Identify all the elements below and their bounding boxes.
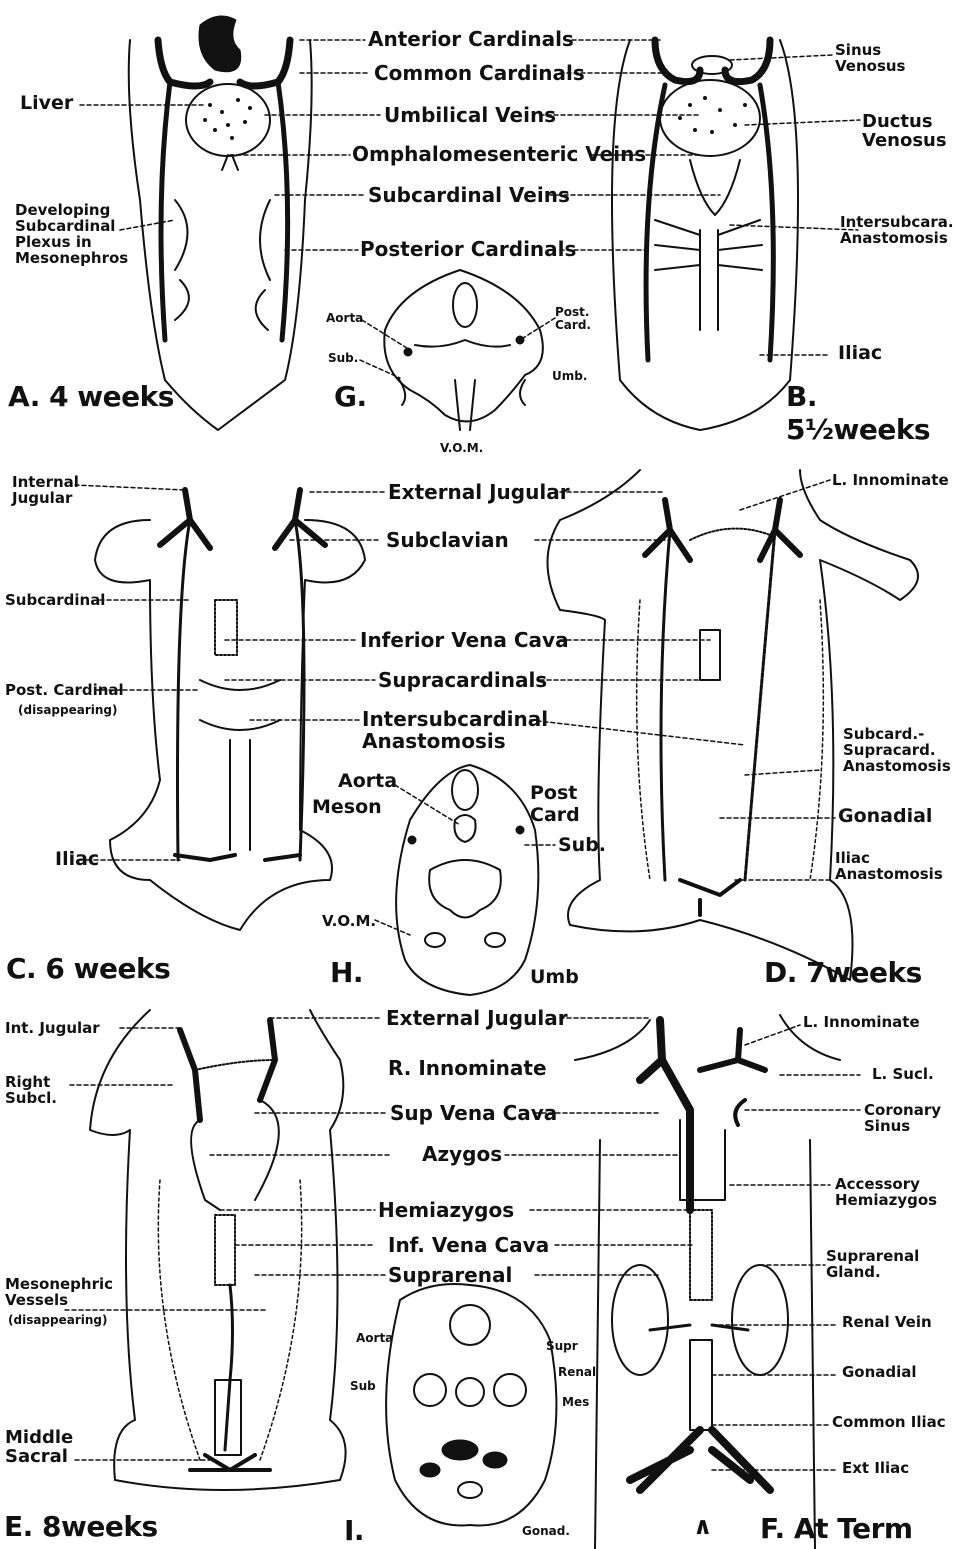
section-i-drawing [386,1284,556,1525]
label-intersubcardinal-anastomosis-b: Intersubcara. Anastomosis [840,214,954,246]
label-h-meson: Meson [312,798,382,817]
panel-title-e: E. 8weeks [4,1510,158,1543]
label-external-jugular-upper: External Jugular [388,481,570,503]
label-g-post-card: Post. Card. [555,306,591,332]
label-inferior-vena-cava: Inferior Vena Cava [360,629,569,651]
label-suprarenal: Suprarenal [388,1264,512,1286]
panel-title-c: C. 6 weeks [6,952,170,985]
panel-title-f: F. At Term [760,1512,913,1545]
label-g-umb: Umb. [552,370,587,383]
label-h-aorta: Aorta [338,772,397,791]
label-subcardinal: Subcardinal [5,592,105,608]
label-external-jugular-lower: External Jugular [386,1007,568,1029]
label-i-mes: Mes [562,1396,589,1409]
label-post-cardinal: Post. Cardinal [5,682,124,698]
panel-f-drawing [575,1015,840,1549]
label-iliac-c: Iliac [55,850,99,869]
label-iliac-anastomosis: Iliac Anastomosis [835,850,943,882]
label-gonadial-f: Gonadial [842,1364,917,1380]
label-umbilical-veins: Umbilical Veins [384,104,556,126]
label-h-post-card: Post Card [530,782,580,826]
label-i-renal: Renal [558,1366,596,1379]
label-r-innominate: R. Innominate [388,1057,547,1079]
label-h-umb: Umb [530,968,579,987]
label-posterior-cardinals: Posterior Cardinals [360,238,576,260]
label-suprarenal-gland: Suprarenal Gland. [826,1248,919,1280]
panel-c-drawing [95,490,365,930]
label-sup-vena-cava: Sup Vena Cava [390,1102,557,1124]
label-common-iliac: Common Iliac [832,1414,946,1430]
label-hemiazygos: Hemiazygos [378,1199,514,1221]
label-anterior-cardinals: Anterior Cardinals [368,28,574,50]
label-h-sub: Sub. [558,836,606,855]
label-i-supr: Supr [546,1340,578,1353]
panel-title-b: B. 5½weeks [786,380,962,446]
label-intersubcardinal-anastomosis: Intersubcardinal Anastomosis [362,708,548,752]
label-disappearing-c: (disappearing) [18,704,118,717]
label-i-gonad: Gonad. [522,1525,570,1538]
label-g-vom: V.O.M. [440,442,483,455]
label-supracardinals: Supracardinals [378,669,547,691]
label-ext-iliac: Ext Iliac [842,1460,909,1476]
label-h-vom: V.O.M. [322,913,376,929]
label-inf-vena-cava: Inf. Vena Cava [388,1234,549,1256]
label-liver: Liver [20,94,73,113]
label-int-jugular: Int. Jugular [5,1020,100,1036]
label-right-subcl: Right Subcl. [5,1074,57,1106]
panel-title-a: A. 4 weeks [8,380,174,413]
panel-title-h: H. [330,956,363,989]
label-coronary-sinus: Coronary Sinus [864,1102,941,1134]
label-l-innominate-d: L. Innominate [832,472,949,488]
label-azygos: Azygos [422,1143,502,1165]
panel-title-d: D. 7weeks [764,956,922,989]
label-subclavian: Subclavian [386,529,509,551]
label-g-aorta: Aorta [326,312,363,325]
panel-b-drawing [612,40,798,430]
label-i-aorta: Aorta [356,1332,393,1345]
label-internal-jugular: Internal Jugular [12,474,79,506]
label-subcard-supracard-anastomosis: Subcard.- Supracard. Anastomosis [843,726,951,774]
label-i-sub: Sub [350,1380,376,1393]
panel-e-drawing [90,1010,346,1490]
label-gonadial-d: Gonadial [838,807,932,826]
bottom-caret-mark: ∧ [693,1512,712,1540]
label-middle-sacral: Middle Sacral [5,1428,73,1466]
label-ductus-venosus: Ductus Venosus [862,112,947,150]
label-mesonephric-vessels: Mesonephric Vessels [5,1276,113,1308]
label-renal-vein: Renal Vein [842,1314,932,1330]
panel-title-i: I. [344,1514,364,1547]
label-developing-subcardinal-plexus: Developing Subcardinal Plexus in Mesonep… [15,202,128,266]
label-l-innominate-f: L. Innominate [803,1014,920,1030]
section-h-drawing [396,765,538,995]
label-l-sucl: L. Sucl. [872,1066,934,1082]
label-iliac-b: Iliac [838,344,882,363]
panel-title-g: G. [334,380,367,413]
label-disappearing-e: (disappearing) [8,1314,108,1327]
label-omphalomesenteric-veins: Omphalomesenteric Veins [352,143,646,165]
label-sinus-venosus: Sinus Venosus [835,42,905,74]
label-accessory-hemiazygos: Accessory Hemiazygos [835,1176,937,1208]
label-g-sub: Sub. [328,352,358,365]
label-subcardinal-veins: Subcardinal Veins [368,184,570,206]
label-common-cardinals: Common Cardinals [374,62,585,84]
section-g-drawing [384,270,543,430]
